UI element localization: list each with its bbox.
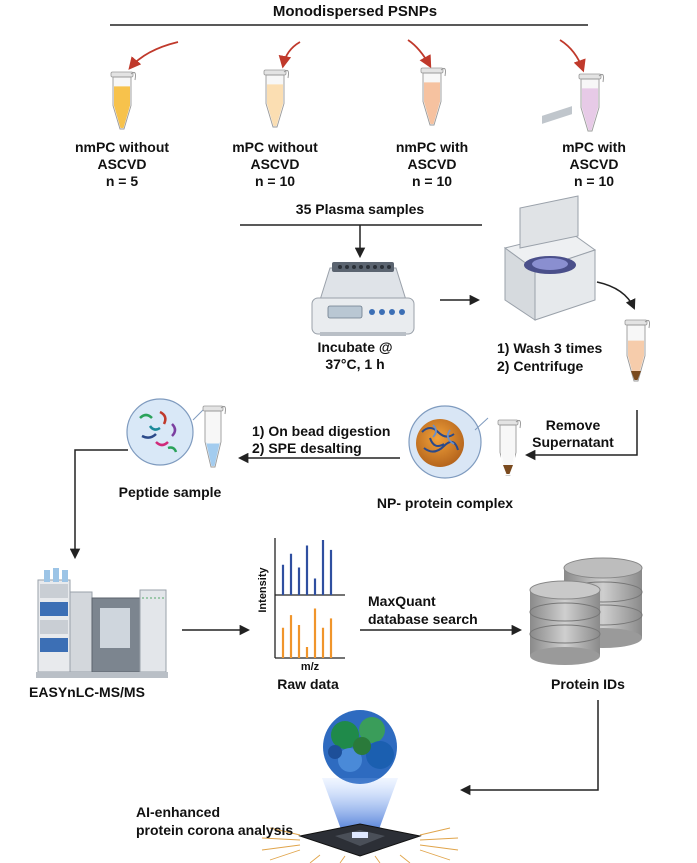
raw-ylabel: Intensity [257, 567, 269, 613]
group-1-line2: ASCVD [97, 156, 146, 172]
group-3-line1: nmPC with [396, 139, 468, 155]
red-arrow-1 [128, 41, 179, 70]
group-2-line3: n = 10 [255, 173, 295, 189]
protein-structure-icon [323, 710, 397, 784]
group-tube-1 [110, 71, 136, 130]
digestion-line2: 2) SPE desalting [252, 440, 362, 456]
group-4-line3: n = 10 [574, 173, 614, 189]
arrow-to-instrument [69, 449, 128, 560]
red-arrow-2 [278, 41, 301, 69]
remove-line1: Remove [546, 417, 601, 433]
incubator-icon [311, 262, 415, 336]
plasma-samples-label: 35 Plasma samples [296, 201, 425, 217]
group-2-line2: ASCVD [250, 156, 299, 172]
arrow-remove-supernatant [524, 410, 638, 461]
np-protein-complex-icon [408, 405, 489, 479]
raw-data-chart: Intensity m/z [257, 538, 345, 673]
group-4-line1: mPC with [562, 139, 626, 155]
group-3-line2: ASCVD [407, 156, 456, 172]
protein-ids-label: Protein IDs [551, 676, 625, 692]
tube-complex-icon [497, 419, 521, 476]
ai-line2: protein corona analysis [136, 822, 293, 838]
lc-ms-instrument-icon [36, 568, 168, 678]
title: Monodispersed PSNPs [273, 3, 437, 20]
peptide-sample-icon [126, 398, 206, 466]
ai-chip-icon [261, 823, 459, 863]
group-tube-4 [578, 73, 604, 132]
ai-line1: AI-enhanced [136, 804, 220, 820]
tube-pellet [624, 319, 650, 382]
tube-pellet-icon [624, 319, 650, 382]
search-line2: database search [368, 611, 478, 627]
peptide-label: Peptide sample [119, 484, 222, 500]
red-arrow-4 [559, 39, 586, 73]
instrument-label: EASYnLC-MS/MS [29, 684, 145, 700]
search-line1: MaxQuant [368, 593, 436, 609]
red-arrow-3 [407, 39, 432, 69]
centrifuge-icon [503, 106, 597, 321]
group-4-line2: ASCVD [569, 156, 618, 172]
group-2-line1: mPC without [232, 139, 318, 155]
raw-xlabel: m/z [301, 661, 320, 673]
tube-complex [497, 419, 521, 476]
hologram-beam [322, 778, 398, 832]
arrow-to-tube [596, 281, 636, 310]
incubate-line1: Incubate @ [317, 339, 392, 355]
group-tube-2 [263, 69, 289, 128]
raw-data-label: Raw data [277, 676, 339, 692]
wash-line1: 1) Wash 3 times [497, 340, 603, 356]
group-1-line3: n = 5 [106, 173, 139, 189]
wash-line2: 2) Centrifuge [497, 358, 584, 374]
tube-peptide-icon [202, 405, 226, 468]
remove-line2: Supernatant [532, 434, 614, 450]
complex-label: NP- protein complex [377, 495, 513, 511]
digestion-line1: 1) On bead digestion [252, 423, 390, 439]
group-3-line3: n = 10 [412, 173, 452, 189]
incubate-line2: 37°C, 1 h [325, 356, 384, 372]
arrow-to-ai [459, 700, 599, 796]
group-1-line1: nmPC without [75, 139, 169, 155]
database-icon [529, 557, 643, 665]
tube-peptide [202, 405, 226, 468]
group-tube-3 [420, 67, 446, 126]
